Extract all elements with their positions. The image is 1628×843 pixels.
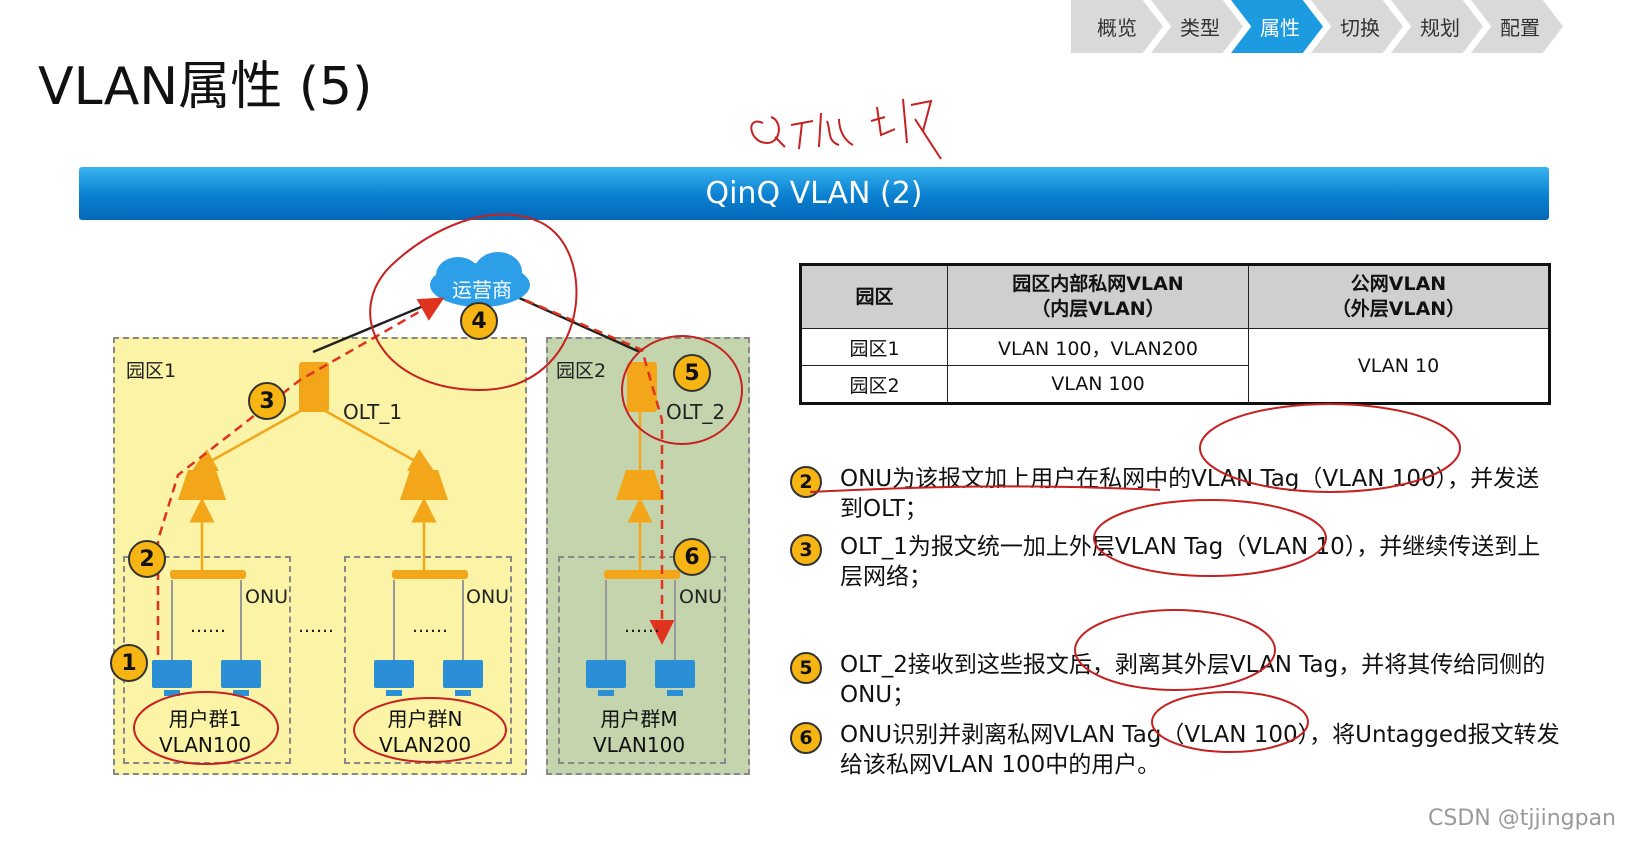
note-badge: 6: [790, 722, 822, 754]
note-text: OLT_2接收到这些报文后，剥离其外层VLAN Tag，并将其传给同侧的ONU；: [840, 652, 1546, 708]
dots-1: ……: [190, 616, 226, 637]
nav-tab-overview[interactable]: 概览: [1071, 0, 1163, 53]
col-header-inner-line1: 园区内部私网VLAN: [1012, 273, 1184, 295]
table-cell: VLAN 100: [947, 365, 1249, 404]
user-group-1-label: 用户群1 VLAN100: [140, 706, 270, 758]
handwritten-annotation: [750, 98, 942, 160]
user-group-1-vlan: VLAN100: [158, 733, 252, 757]
step-badge-4: 4: [460, 302, 498, 340]
onu-devices: [170, 570, 680, 579]
table-cell-outer-vlan: VLAN 10: [1248, 328, 1550, 404]
col-header-outer-line1: 公网VLAN: [1350, 273, 1447, 295]
section-nav: 概览 类型 属性 切换 规划 配置: [1071, 0, 1581, 53]
user-group-m-vlan: VLAN100: [592, 733, 686, 757]
user-group-n-label: 用户群N VLAN200: [360, 706, 490, 758]
note-step-3: 3 OLT_1为报文统一加上外层VLAN Tag（VLAN 10），并继续传送到…: [790, 532, 1570, 596]
olt2-label: OLT_2: [666, 400, 726, 424]
onu1-label: ONU: [245, 586, 289, 608]
col-header-campus: 园区: [800, 264, 948, 329]
user-group-m-name: 用户群M: [600, 707, 678, 731]
vlan-table: 园区 园区内部私网VLAN （内层VLAN） 公网VLAN （外层VLAN） 园…: [799, 263, 1551, 405]
note-text: OLT_1为报文统一加上外层VLAN Tag（VLAN 10），并继续传送到上层…: [840, 534, 1541, 590]
step-badge-5: 5: [673, 354, 711, 392]
user-group-n-name: 用户群N: [387, 707, 463, 731]
page-title: VLAN属性 (5): [38, 57, 373, 117]
user-group-n-vlan: VLAN200: [378, 733, 472, 757]
note-text: ONU识别并剥离私网VLAN Tag（VLAN 100），将Untagged报文…: [840, 722, 1560, 778]
col-header-outer-line2: （外层VLAN）: [1331, 298, 1466, 320]
onu3-label: ONU: [679, 586, 723, 608]
cloud-icon: [430, 252, 530, 307]
note-step-5: 5 OLT_2接收到这些报文后，剥离其外层VLAN Tag，并将其传给同侧的ON…: [790, 650, 1570, 714]
dots-between: ……: [298, 616, 334, 637]
note-step-6: 6 ONU识别并剥离私网VLAN Tag（VLAN 100），将Untagged…: [790, 720, 1570, 784]
link-olt2-cloud: [516, 295, 641, 354]
dots-2: ……: [412, 616, 448, 637]
packet-path: [156, 297, 675, 655]
user-group-n-box: [344, 556, 512, 764]
col-header-outer: 公网VLAN （外层VLAN）: [1248, 264, 1550, 329]
cloud-label: 运营商: [452, 278, 512, 302]
col-header-inner: 园区内部私网VLAN （内层VLAN）: [947, 264, 1249, 329]
user-group-m-label: 用户群M VLAN100: [574, 706, 704, 758]
watermark: CSDN @tjjingpan: [1428, 806, 1616, 831]
step-badge-3: 3: [248, 382, 286, 420]
zone1-label: 园区1: [126, 360, 177, 382]
step-badge-6: 6: [673, 538, 711, 576]
onu2-label: ONU: [466, 586, 510, 608]
olt1-device: [299, 362, 329, 412]
zone2-label: 园区2: [556, 360, 607, 382]
table-row: 园区2 VLAN 100: [800, 365, 1550, 404]
table-cell: 园区2: [800, 365, 948, 404]
handwritten-marks: [133, 213, 743, 765]
olt1-label: OLT_1: [343, 400, 403, 424]
col-header-inner-line2: （内层VLAN）: [1031, 298, 1165, 320]
step-badge-1: 1: [110, 644, 148, 682]
table-row: 园区1 VLAN 100，VLAN200 VLAN 10: [800, 328, 1550, 404]
note-badge: 3: [790, 534, 822, 566]
dots-3: ……: [624, 616, 660, 637]
table-cell: VLAN 100，VLAN200: [947, 328, 1249, 366]
user-group-1-name: 用户群1: [168, 707, 242, 731]
step-badge-2: 2: [128, 540, 166, 578]
note-badge: 2: [790, 466, 822, 498]
note-badge: 5: [790, 652, 822, 684]
notes-handwritten-marks: [809, 403, 1461, 753]
nav-tab-switch[interactable]: 切换: [1311, 0, 1403, 53]
table-cell: 园区1: [800, 328, 948, 366]
pc-icons: [152, 660, 695, 696]
user-group-m-box: [558, 556, 726, 764]
splitter-icons: [178, 470, 664, 500]
section-banner: QinQ VLAN (2): [79, 167, 1549, 220]
